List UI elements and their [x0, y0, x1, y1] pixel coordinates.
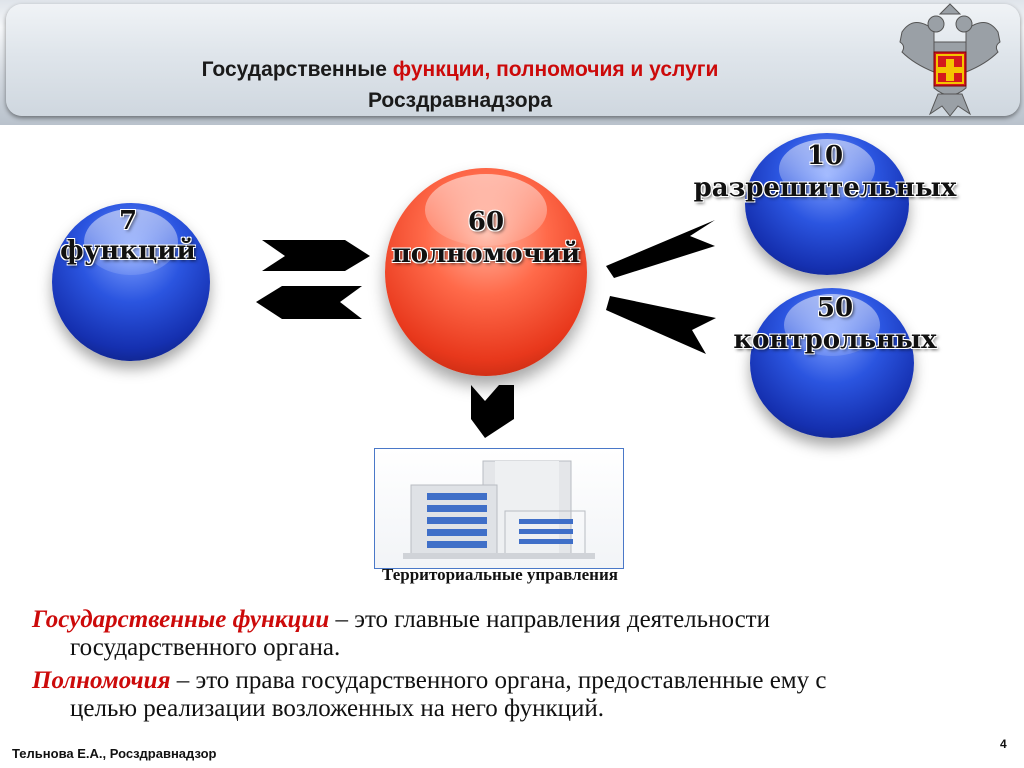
permit-count: 10 — [806, 141, 844, 171]
building-icon — [403, 460, 595, 559]
arrow-down-to-territorial — [471, 385, 514, 438]
powers-count: 60 — [467, 207, 505, 237]
definition-powers: Полномочия – это права государственного … — [32, 667, 982, 723]
slide-header: Государственные функции, полномочия и ус… — [0, 0, 1024, 125]
definition-text-cont: целью реализации возложенных на него фун… — [70, 695, 604, 722]
control-text: контрольных — [733, 325, 937, 355]
arrow-from-permit — [606, 220, 715, 278]
control-ball — [750, 288, 914, 438]
title-part2: функции, полномочия и услуги — [392, 58, 719, 81]
powers-text: полномочий — [391, 239, 581, 269]
powers-label: 60 полномочий — [370, 206, 602, 270]
control-label: 50 контрольных — [690, 292, 980, 356]
definition-functions: Государственные функции – это главные на… — [32, 606, 982, 662]
definition-term: Полномочия — [32, 667, 171, 694]
permit-ball — [745, 133, 909, 275]
definition-text-cont: государственного органа. — [70, 634, 341, 661]
functions-label: 7 функций — [28, 206, 228, 266]
double-headed-eagle-emblem-icon — [899, 3, 1001, 117]
powers-ball — [385, 168, 587, 376]
footer-author: Тельнова Е.А., Росздравнадзор — [12, 746, 217, 761]
permit-label: 10 разрешительных — [680, 140, 970, 204]
territorial-caption: Территориальные управления — [382, 565, 618, 584]
header-panel — [6, 4, 1020, 116]
functions-ball — [52, 203, 210, 361]
page-number: 4 — [1000, 737, 1007, 751]
arrow-from-control — [606, 296, 716, 354]
definition-text: – это главные направления деятельности — [329, 606, 770, 633]
arrow-left-to-functions — [256, 286, 362, 319]
control-count: 50 — [816, 293, 854, 323]
definition-term: Государственные функции — [32, 606, 330, 633]
territorial-building-image — [374, 448, 624, 569]
functions-count: 7 — [118, 206, 138, 236]
title-line2: Росздравнадзора — [367, 89, 553, 112]
arrow-right-to-center — [262, 240, 370, 271]
functions-text: функций — [60, 236, 196, 266]
title-part1: Государственные — [201, 58, 393, 81]
definition-text: – это права государственного органа, пре… — [170, 667, 827, 694]
permit-text: разрешительных — [693, 173, 957, 203]
slide-title: Государственные функции, полномочия и ус… — [60, 54, 860, 116]
